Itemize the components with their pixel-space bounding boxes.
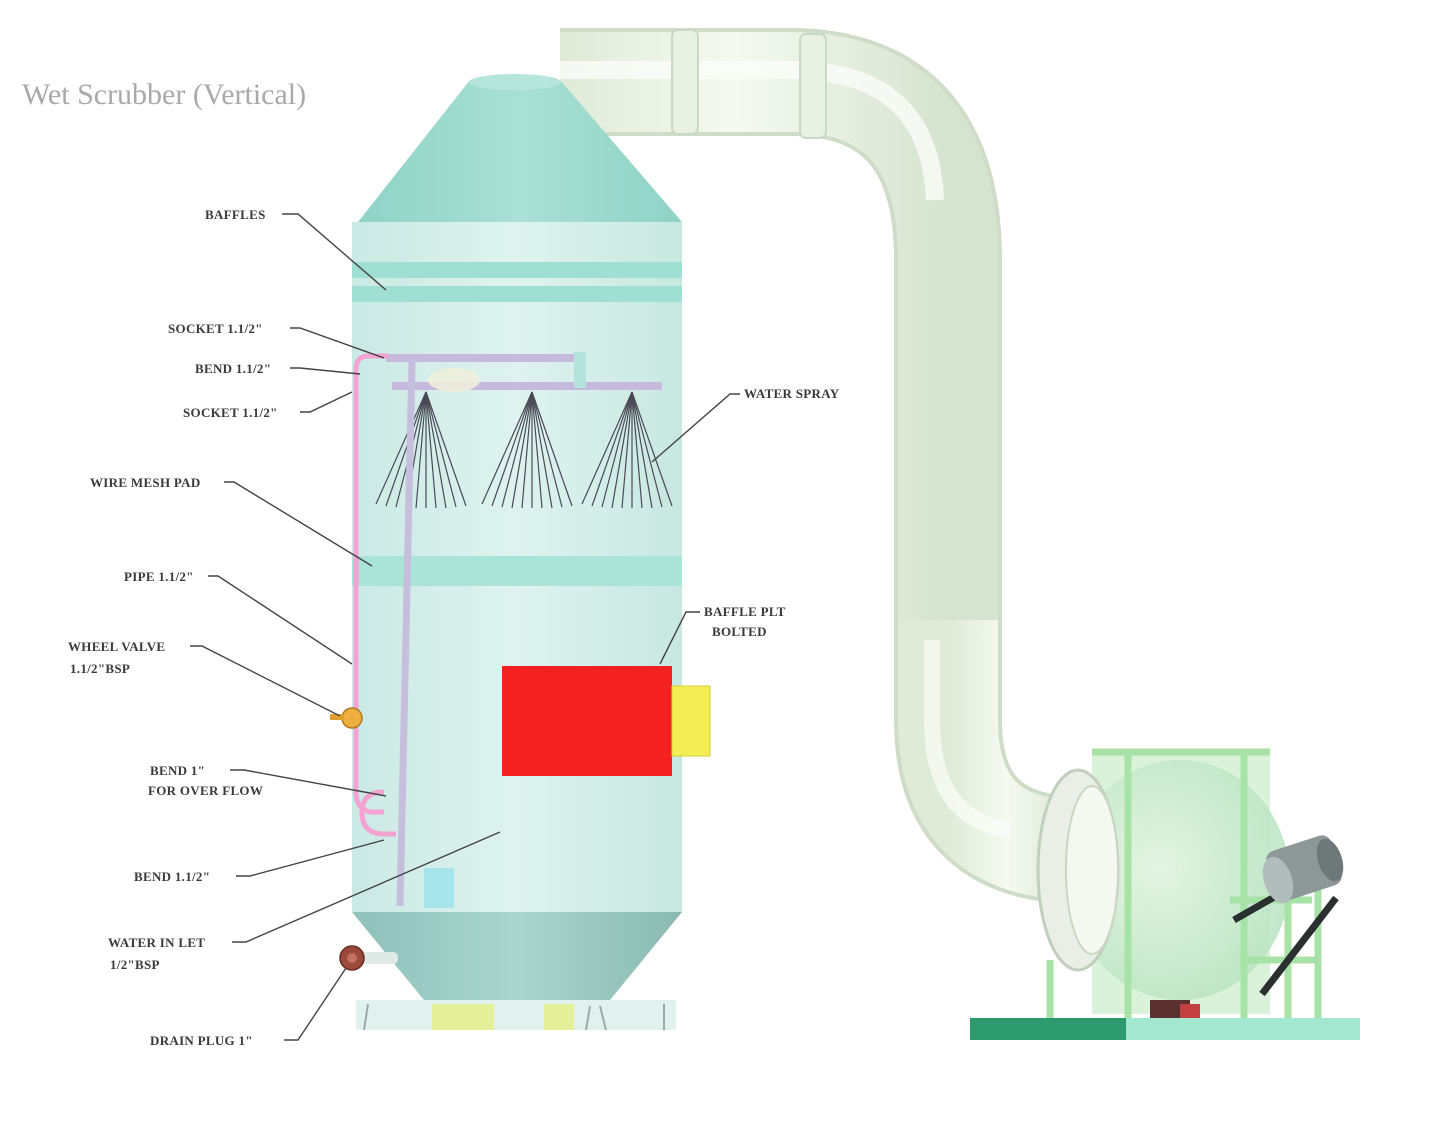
baffle-plate-hatch: [502, 666, 672, 776]
label-socket-top: SOCKET 1.1/2": [168, 321, 263, 336]
label-baffle-plt-2: BOLTED: [712, 624, 767, 639]
wire-mesh-pad-band: [352, 556, 682, 586]
baffle-band-2: [352, 286, 682, 302]
leader-lines: [190, 213, 740, 1041]
fan-base-dark: [970, 1018, 1126, 1040]
hatch-handle: [671, 685, 711, 757]
label-water-inlet-2: 1/2"BSP: [110, 957, 160, 972]
bottom-hopper: [352, 912, 682, 1000]
label-bend-overflow-2: FOR OVER FLOW: [148, 783, 263, 798]
leg-pad-left: [432, 1004, 494, 1030]
label-drain-plug: DRAIN PLUG 1": [150, 1033, 253, 1048]
spray-header: [392, 382, 662, 390]
label-wire-mesh-pad: WIRE MESH PAD: [90, 475, 201, 490]
baffle-band-1: [352, 262, 682, 278]
label-wheel-valve-2: 1.1/2"BSP: [70, 661, 130, 676]
label-bend-overflow-1: BEND 1": [150, 763, 205, 778]
water-spray-nozzles: [375, 391, 673, 509]
label-wheel-valve-1: WHEEL VALVE: [68, 639, 165, 654]
label-water-inlet-1: WATER IN LET: [108, 935, 205, 950]
fan-base-light: [1126, 1018, 1360, 1040]
top-cone: [358, 80, 682, 222]
motor: [1262, 835, 1344, 904]
drain-plug: [339, 945, 398, 971]
blower-fan: [970, 748, 1360, 1040]
label-bend-bottom: BEND 1.1/2": [134, 869, 210, 884]
scrubber-tower: [330, 74, 711, 1031]
wheel-valve: [330, 707, 363, 729]
label-socket-bottom: SOCKET 1.1/2": [183, 405, 278, 420]
label-water-spray: WATER SPRAY: [744, 386, 840, 401]
leg-pad-right: [544, 1004, 574, 1030]
label-baffle-plt-1: BAFFLE PLT: [704, 604, 786, 619]
label-baffles: BAFFLES: [205, 207, 266, 222]
callout-labels: BAFFLES SOCKET 1.1/2" BEND 1.1/2" SOCKET…: [68, 207, 840, 1048]
diagram-title: Wet Scrubber (Vertical): [22, 78, 306, 111]
inner-pipe: [396, 359, 416, 907]
water-inlet-box: [424, 868, 454, 908]
label-pipe: PIPE 1.1/2": [124, 569, 194, 584]
label-bend-top: BEND 1.1/2": [195, 361, 271, 376]
